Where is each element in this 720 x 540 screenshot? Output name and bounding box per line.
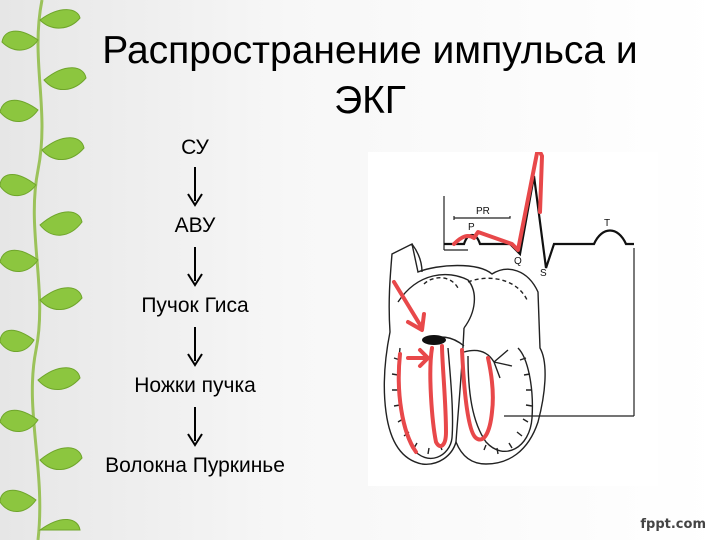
- down-arrow-icon: [183, 327, 207, 367]
- red-outer-left: [399, 354, 416, 452]
- red-ecg-highlight: [454, 152, 542, 250]
- heart-diagram: [384, 244, 545, 464]
- ecg-label-p: P: [468, 222, 475, 233]
- down-arrow-icon: [183, 167, 207, 207]
- leaf-icon: [0, 250, 38, 271]
- leaf-icon: [0, 490, 36, 511]
- leaf-icon: [0, 100, 38, 121]
- flow-step-purkinje-fibers: Волокна Пуркинье: [70, 453, 320, 479]
- leaf-icon: [40, 519, 80, 530]
- ecg-label-pr: PR: [476, 206, 490, 217]
- ecg-label-t: T: [604, 218, 610, 229]
- title-line-2: ЭКГ: [40, 76, 700, 126]
- slide-title: Распространение импульса и ЭКГ: [40, 26, 700, 126]
- brand-watermark: fppt.com: [640, 517, 706, 532]
- ecg-label-q: Q: [514, 256, 522, 267]
- leaf-icon: [2, 31, 38, 50]
- flow-step-his-bundle: Пучок Гиса: [70, 293, 320, 319]
- av-node-marker: [422, 335, 446, 345]
- flow-step-su: СУ: [70, 135, 320, 161]
- flow-step-bundle-branches: Ножки пучка: [70, 373, 320, 399]
- flow-step-avu: АВУ: [70, 213, 320, 239]
- title-line-1: Распространение импульса и: [40, 26, 700, 76]
- red-left-branch: [430, 346, 446, 446]
- red-annotations: [394, 152, 542, 452]
- down-arrow-icon: [183, 247, 207, 287]
- down-arrow-icon: [183, 407, 207, 447]
- leaf-icon: [0, 174, 36, 195]
- heart-ecg-figure: PR P Q S T: [368, 152, 658, 486]
- leaf-icon: [0, 330, 34, 351]
- ecg-label-s: S: [540, 268, 547, 279]
